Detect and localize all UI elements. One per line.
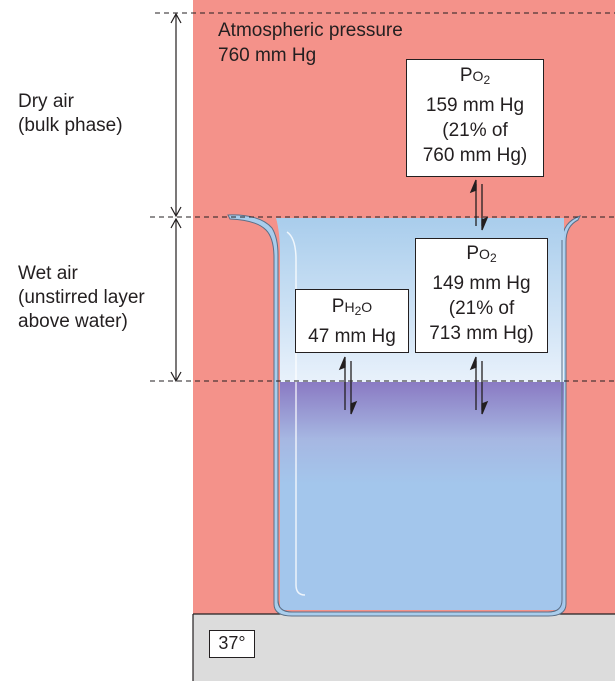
ph2o-symbol: PH2O [331,296,373,318]
dry-air-label: Dry air (bulk phase) [18,90,123,138]
atmospheric-pressure-value: 760 mm Hg [218,45,317,66]
beaker-wall [227,214,582,617]
po2-wet-symbol: PO2 [466,243,497,265]
dry-air-line1: Dry air [18,91,74,112]
atmospheric-pressure-title: Atmospheric pressure [218,20,403,41]
wet-air-line3: above water) [18,311,128,332]
po2-wet-value: 149 mm Hg [432,273,531,294]
wet-air-label: Wet air (unstirred layer above water) [18,262,145,334]
temperature-label: 37° [209,630,255,658]
dry-air-line2: (bulk phase) [18,115,123,136]
po2-dry-air-box: PO2 159 mm Hg (21% of 760 mm Hg) [406,59,544,177]
po2-dry-value: 159 mm Hg [425,95,525,116]
po2-wet-fraction: (21% of [448,298,515,319]
po2-wet-total: 713 mm Hg) [429,323,534,344]
base-plate [193,614,615,681]
wet-air-line2: (unstirred layer [18,287,145,308]
po2-dry-total: 760 mm Hg) [422,145,528,166]
po2-dry-fraction: (21% of [442,120,508,141]
wet-air-line1: Wet air [18,263,78,284]
ph2o-box: PH2O 47 mm Hg [295,289,409,353]
atmospheric-pressure-label: Atmospheric pressure 760 mm Hg [218,18,403,68]
po2-wet-air-box: PO2 149 mm Hg (21% of 713 mm Hg) [415,238,548,353]
ph2o-value: 47 mm Hg [308,326,396,347]
po2-dry-symbol: PO2 [459,65,491,87]
water [280,382,564,610]
exchange-arrows [338,179,489,415]
dimension-arrows [170,12,182,383]
